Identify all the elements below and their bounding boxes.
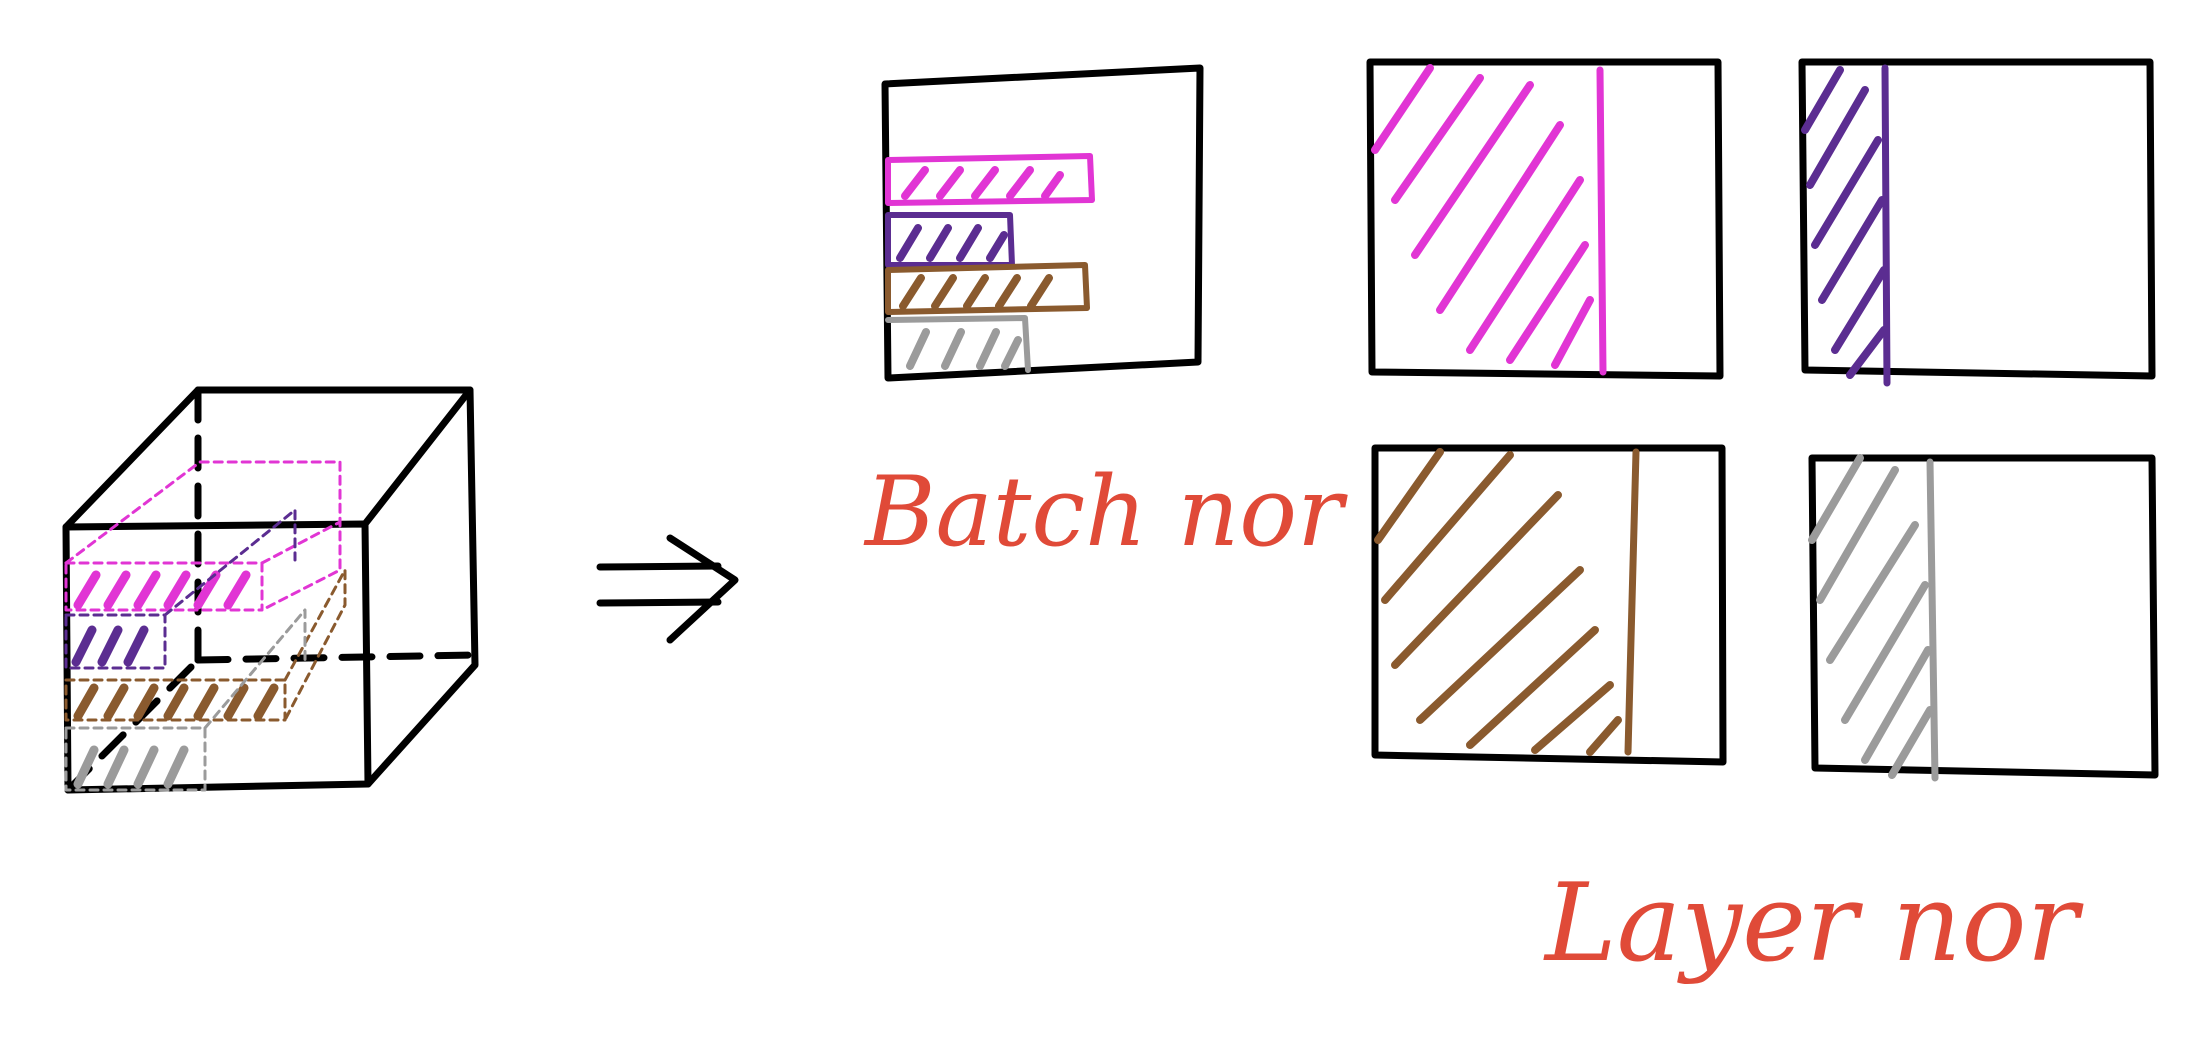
cube-slab-gray [64, 608, 307, 792]
batch-bar-pink [885, 153, 1095, 206]
layer-norm-panels [1366, 58, 2159, 782]
batch-norm-label: Batch nor [863, 456, 1348, 568]
cube-slab-pink [64, 460, 342, 612]
layer-panel-brown [1371, 444, 1727, 766]
tensor-cube [62, 386, 479, 794]
layer-norm-label: Layer nor [1543, 861, 2084, 986]
cube-slab-purple [64, 508, 297, 670]
batch-norm-panel [881, 64, 1204, 382]
cube-right-face [364, 386, 479, 788]
cube-slab-brown [64, 568, 347, 722]
layer-panel-purple [1798, 58, 2156, 387]
layer-panel-pink [1366, 58, 1724, 380]
batch-bar-gray [885, 315, 1031, 373]
double-arrow-icon [596, 534, 739, 644]
batch-norm-frame [881, 64, 1204, 382]
cube-hidden-bottom-edge [194, 651, 479, 664]
batch-bar-brown [885, 262, 1090, 315]
batch-bar-purple [885, 212, 1015, 268]
layer-panel-gray [1808, 454, 2159, 782]
cube-top-face [62, 386, 474, 531]
